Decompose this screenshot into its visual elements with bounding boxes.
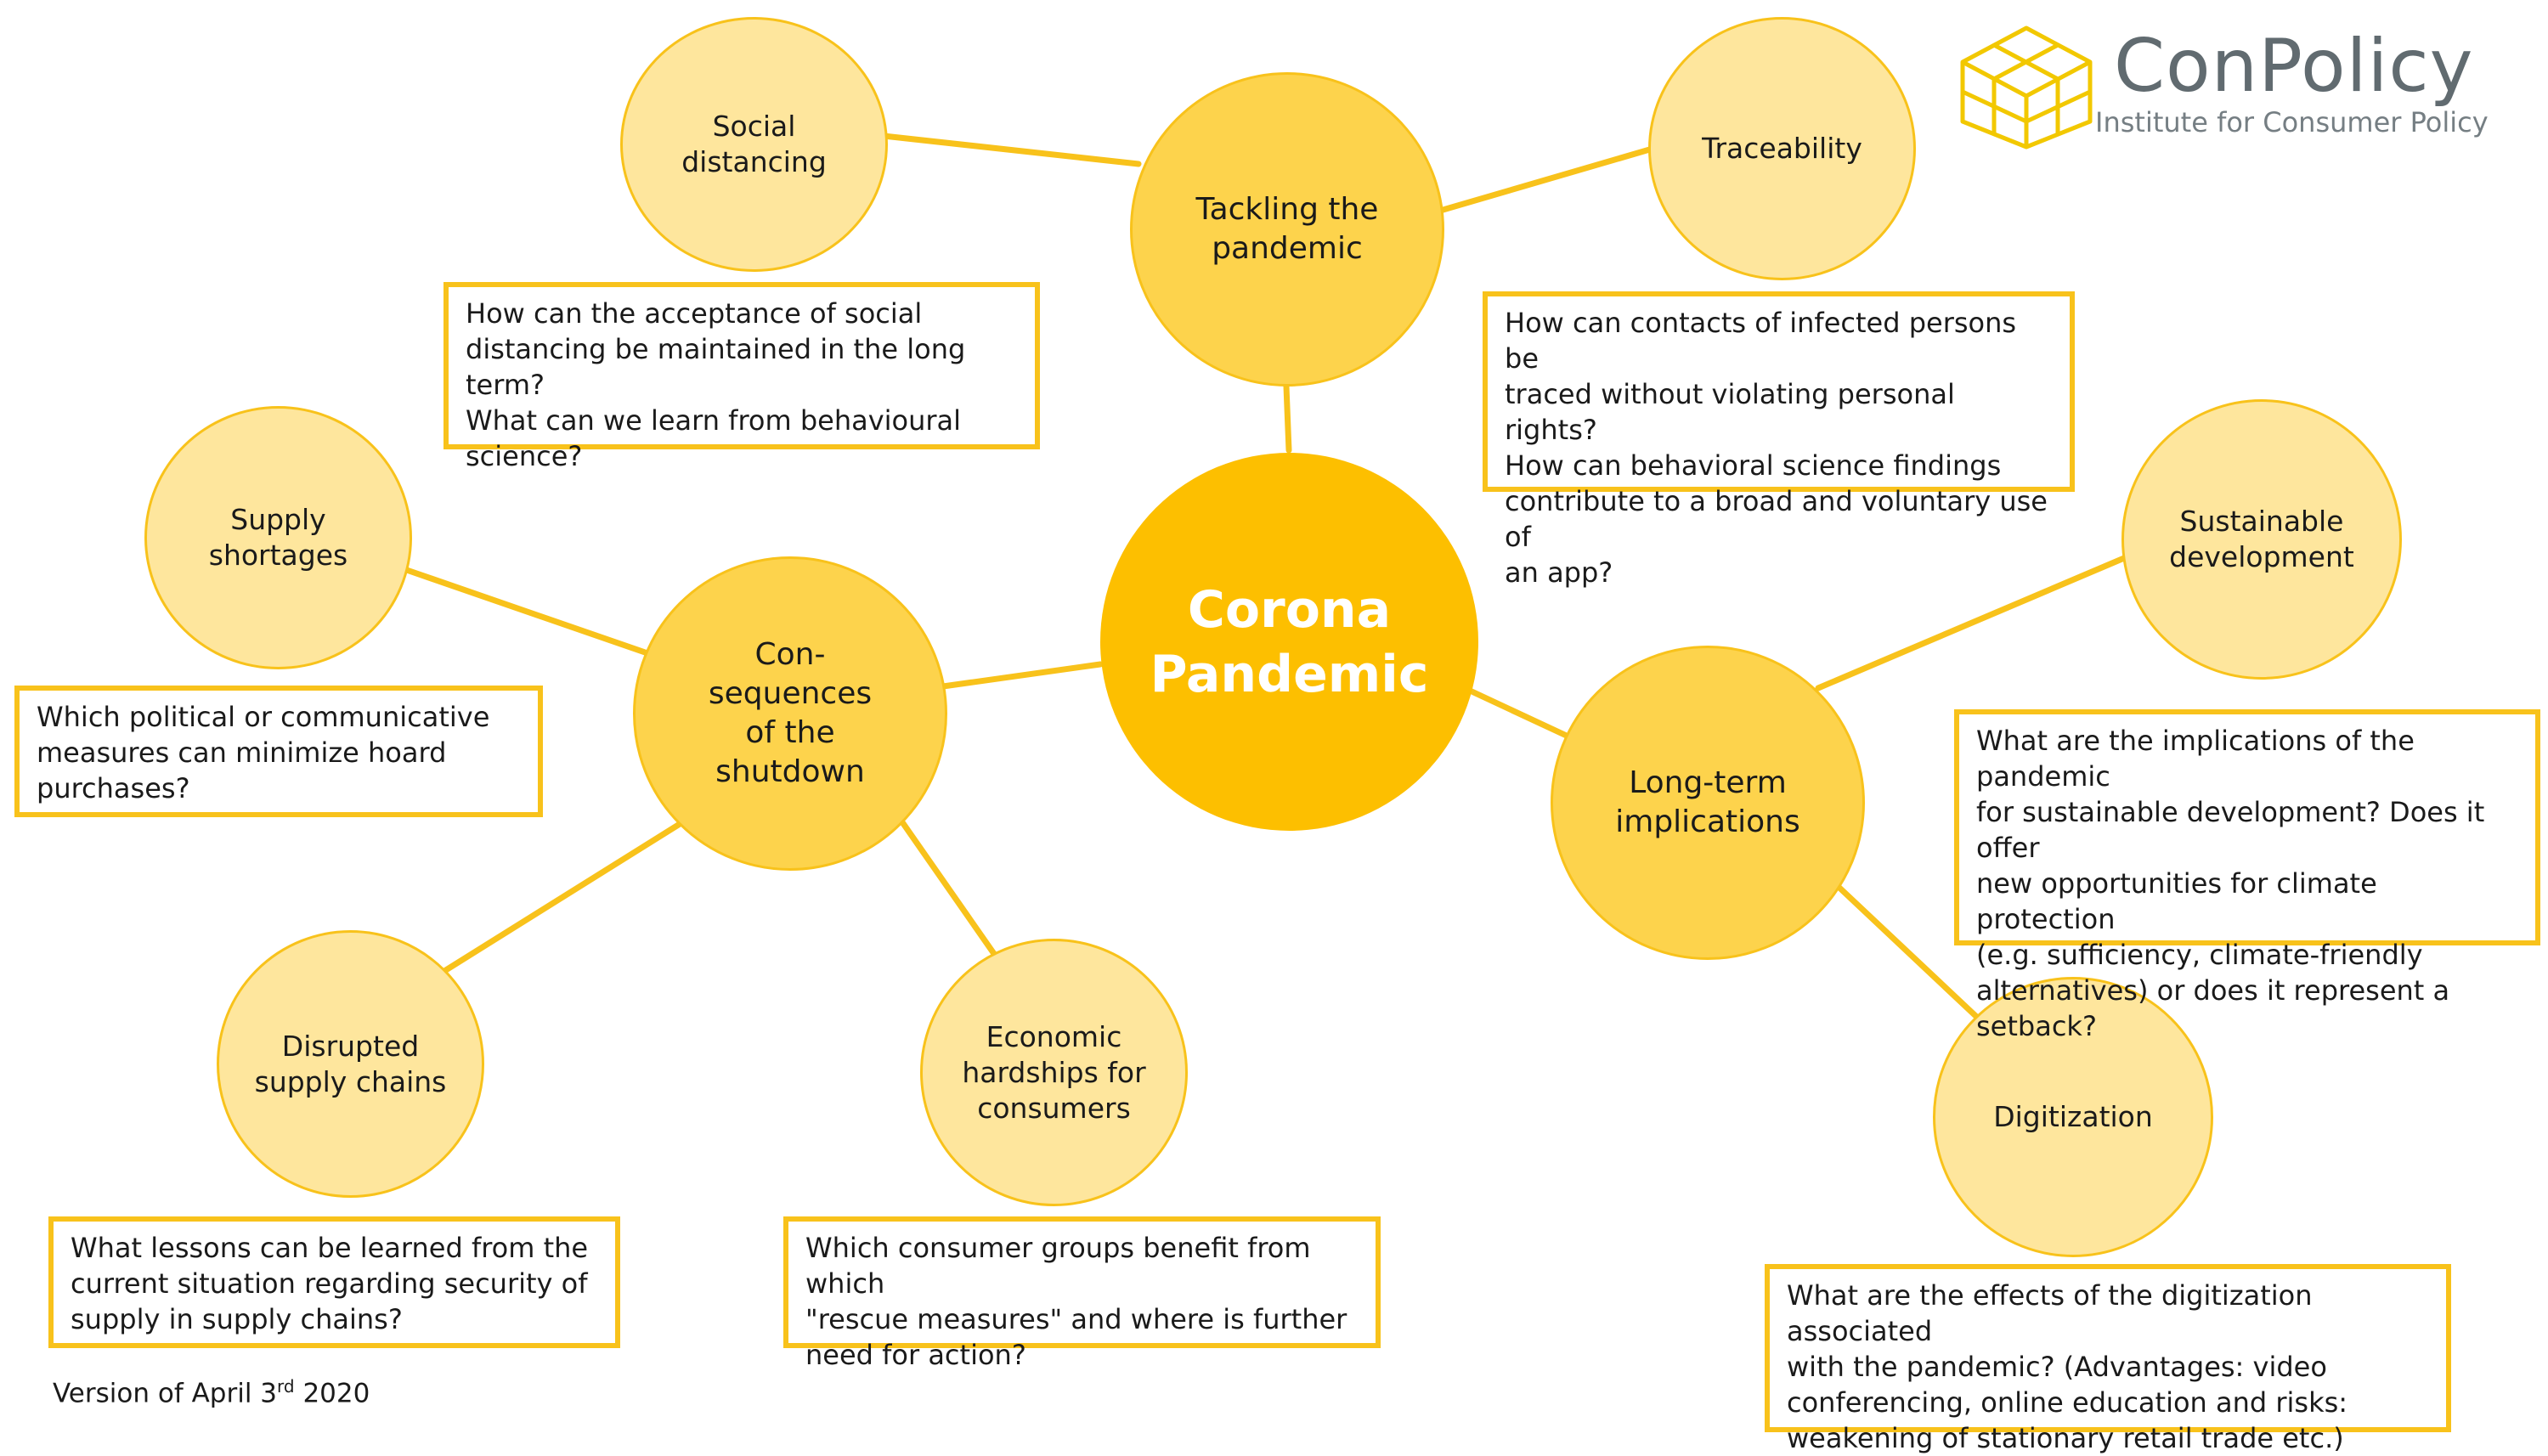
topic-node-digitization: Digitization [1933,977,2213,1257]
connector-line [897,816,1002,963]
version-suffix: 2020 [294,1378,370,1409]
branch-node-tackling: Tackling the pandemic [1130,72,1444,387]
central-topic-node: Corona Pandemic [1100,453,1478,831]
connector-line [396,564,653,657]
topic-node-traceability: Traceability [1648,17,1916,280]
connector-line [940,661,1104,690]
question-box-economic-hardships: Which consumer groups benefit from which… [783,1216,1381,1371]
connector-line [880,133,1142,167]
topic-label: Digitization [1993,1100,2153,1133]
connector-line [438,821,683,976]
central-topic-label: Corona Pandemic [1150,579,1429,704]
question-box-sustainable-development: What are the implications of the pandemi… [1954,709,2540,1042]
connector-line [1815,555,2127,691]
version-note: Version of April 3rd 2020 [53,1369,370,1410]
topic-node-social-distancing: Social distancing [620,17,888,272]
branch-node-longterm: Long-term implications [1551,646,1865,960]
topic-label: Social distancing [681,110,827,178]
branch-label: Tackling the pandemic [1195,192,1379,266]
question-box-disrupted-supply-chains: What lessons can be learned from the cur… [48,1216,620,1348]
topic-node-supply-shortages: Supply shortages [144,406,412,669]
topic-label: Economic hardships for consumers [962,1019,1146,1125]
topic-node-economic-hardships: Economic hardships for consumers [920,939,1188,1206]
question-box-supply-shortages: Which political or communicative measure… [14,686,543,817]
conpolicy-logo [1954,24,2532,151]
cube-lattice-icon [1960,25,2093,150]
version-prefix: Version of April 3 [53,1378,278,1409]
topic-label: Sustainable development [2169,505,2354,573]
branch-node-consequences: Con- sequences of the shutdown [633,556,947,871]
connector-line [1836,884,1987,1027]
connector-line [1437,145,1656,214]
topic-node-disrupted-supply-chains: Disrupted supply chains [217,930,484,1198]
branch-label: Long-term implications [1615,765,1800,839]
version-ordinal: rd [277,1376,295,1397]
question-box-traceability: How can contacts of infected persons be … [1483,291,2075,589]
topic-label: Disrupted supply chains [254,1029,447,1098]
branch-label: Con- sequences of the shutdown [708,637,873,789]
topic-label: Supply shortages [208,503,348,572]
question-box-social-distancing: How can the acceptance of social distanc… [443,282,1040,472]
logo-wordmark: ConPolicy [2114,24,2474,109]
logo-subtitle: Institute for Consumer Policy [2095,106,2489,138]
connector-line [1465,686,1573,741]
topic-label: Traceability [1702,132,1862,165]
topic-node-sustainable-development: Sustainable development [2121,399,2402,680]
question-box-digitization: What are the effects of the digitization… [1765,1264,2451,1454]
